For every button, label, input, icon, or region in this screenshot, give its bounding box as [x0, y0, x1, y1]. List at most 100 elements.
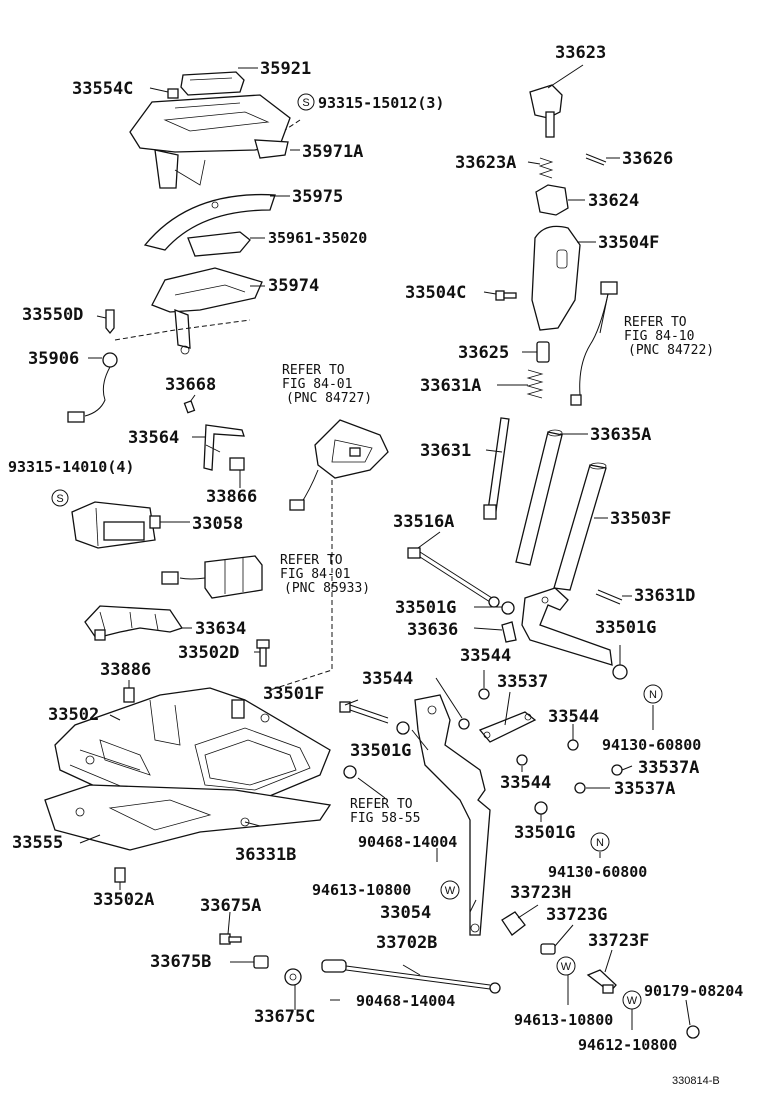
part-shape-33502 — [54, 687, 331, 811]
part-shape-33537 — [478, 711, 537, 743]
label-33502D: 33502D — [178, 643, 239, 663]
label-33631A: 33631A — [420, 376, 481, 396]
part-shape-33501F — [339, 701, 389, 724]
label-33636: 33636 — [407, 620, 458, 640]
part-shape-33502D — [256, 639, 270, 667]
label-33625: 33625 — [458, 343, 509, 363]
label-33723H: 33723H — [510, 883, 571, 903]
part-shape-33554C — [167, 88, 179, 99]
label-33675B: 33675B — [150, 952, 211, 972]
label-33554C: 33554C — [72, 79, 133, 99]
label-94130-60800-a: 94130-60800 — [602, 736, 701, 754]
label-33675A: 33675A — [200, 896, 261, 916]
part-shape-35975 — [143, 193, 276, 251]
label-33516A: 33516A — [393, 512, 454, 532]
symbol-n-2: N — [590, 832, 610, 852]
part-shape-33544-c — [516, 754, 528, 766]
svg-text:FIG 58-55: FIG 58-55 — [350, 811, 420, 826]
part-shape-33501G-c — [396, 721, 410, 735]
part-shape-33626 — [585, 153, 607, 166]
part-shape-33636 — [501, 621, 517, 643]
part-shape-33501G-b — [612, 664, 628, 680]
symbol-s-1: S — [297, 93, 315, 111]
reference-note-58-55: REFER TO FIG 58-55 — [350, 797, 420, 826]
svg-text:REFER TO: REFER TO — [280, 553, 343, 568]
label-94613-10800-a: 94613-10800 — [312, 881, 411, 899]
label-33626: 33626 — [622, 149, 673, 169]
label-33866: 33866 — [206, 487, 257, 507]
svg-text:REFER TO: REFER TO — [350, 797, 413, 812]
part-shape-33544-b — [567, 739, 579, 751]
part-shape-33501G-d — [534, 801, 548, 815]
label-33631: 33631 — [420, 441, 471, 461]
svg-text:REFER TO: REFER TO — [282, 363, 345, 378]
svg-text:W: W — [445, 885, 456, 897]
part-shape-33504F — [531, 225, 581, 331]
part-shape-33866 — [229, 457, 245, 471]
label-33544-a: 33544 — [460, 646, 511, 666]
part-shape-33702B — [321, 959, 501, 994]
label-33564: 33564 — [128, 428, 179, 448]
part-shape-33631A — [526, 369, 544, 399]
part-shape-33504C — [495, 290, 517, 301]
label-33537: 33537 — [497, 672, 548, 692]
part-shape-33631D — [595, 589, 623, 605]
reference-note-84722: REFER TO FIG 84-10 (PNC 84722) — [624, 315, 714, 358]
label-33723G: 33723G — [546, 905, 607, 925]
label-33537A-a: 33537A — [638, 758, 699, 778]
svg-text:FIG 84-01: FIG 84-01 — [282, 377, 352, 392]
label-35906: 35906 — [28, 349, 79, 369]
label-33544-b: 33544 — [548, 707, 599, 727]
reference-note-84727: REFER TO FIG 84-01 (PNC 84727) — [282, 363, 372, 406]
part-shape-33544-a — [478, 688, 490, 700]
label-33623: 33623 — [555, 43, 606, 63]
svg-text:REFER TO: REFER TO — [624, 315, 687, 330]
part-shape-harness-84727 — [289, 419, 389, 511]
part-shape-33516A — [407, 547, 500, 608]
symbol-w-2: W — [556, 956, 576, 976]
label-35921: 35921 — [260, 59, 311, 79]
part-shape-33723F — [586, 969, 617, 994]
part-shape-33501G-a — [501, 601, 515, 615]
label-36331B: 36331B — [235, 845, 296, 865]
label-33634: 33634 — [195, 619, 246, 639]
part-shape-33555 — [44, 784, 332, 851]
part-shape-33537A-b — [574, 782, 586, 794]
label-33501G-c: 33501G — [350, 741, 411, 761]
part-shape-switch-84722 — [570, 281, 618, 406]
svg-text:(PNC 85933): (PNC 85933) — [284, 581, 370, 596]
label-33503F: 33503F — [610, 509, 671, 529]
label-33502: 33502 — [48, 705, 99, 725]
label-33624: 33624 — [588, 191, 639, 211]
svg-text:W: W — [627, 995, 638, 1007]
label-33504F: 33504F — [598, 233, 659, 253]
part-shape-33550D — [105, 309, 115, 335]
part-shape-33624 — [535, 184, 569, 216]
label-35974: 35974 — [268, 276, 319, 296]
part-shape-indicator-housing — [129, 94, 291, 189]
part-shape-33675B — [253, 955, 269, 969]
part-shape-33058 — [71, 501, 161, 549]
label-33502A: 33502A — [93, 890, 154, 910]
label-33702B: 33702B — [376, 933, 437, 953]
label-33631D: 33631D — [634, 586, 695, 606]
svg-text:(PNC 84727): (PNC 84727) — [286, 391, 372, 406]
label-35975: 35975 — [292, 187, 343, 207]
label-33544-c: 33544 — [500, 773, 551, 793]
part-shape-33503F — [521, 462, 613, 666]
part-shape-33537A-a — [611, 764, 623, 776]
part-shape-35974 — [151, 267, 263, 355]
label-33501F: 33501F — [263, 684, 324, 704]
part-shape-connector-85933 — [161, 555, 263, 599]
svg-text:FIG 84-01: FIG 84-01 — [280, 567, 350, 582]
part-shape-33631 — [483, 417, 510, 520]
symbol-w-3: W — [622, 990, 642, 1010]
label-33635A: 33635A — [590, 425, 651, 445]
part-shape-33544-center — [458, 718, 470, 730]
label-94613-10800-b: 94613-10800 — [514, 1011, 613, 1029]
part-shape-33675C — [284, 968, 302, 986]
part-shape-33668 — [183, 400, 196, 414]
part-shape-33675A — [219, 933, 242, 945]
part-shape-35961 — [187, 231, 251, 257]
